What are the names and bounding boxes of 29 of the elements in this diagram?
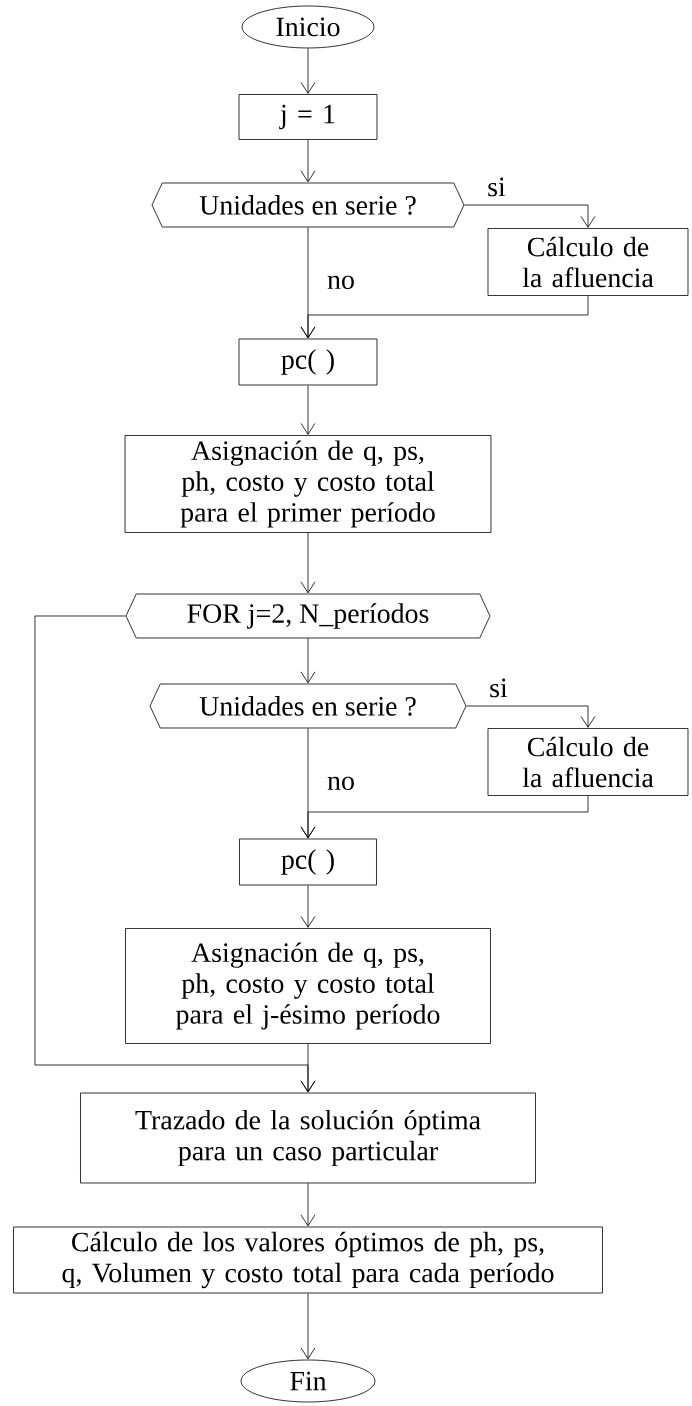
process-box: pc( ): [239, 838, 377, 886]
arrow: [300, 139, 316, 183]
arrow: [300, 532, 316, 594]
arrow: [300, 795, 589, 839]
process-box: Asignación de q, ps, ph, costo y costo total para el primer período: [124, 435, 492, 533]
decision-hexagon: FOR j=2, N_períodos: [125, 593, 491, 639]
arrow: [34, 615, 316, 1093]
arrow: [464, 204, 596, 228]
arrow: [300, 1293, 316, 1360]
arrow: [466, 705, 596, 728]
process-box: pc( ): [238, 338, 378, 386]
arrow: [300, 638, 316, 684]
process-box: Cálculo de la afluencia: [487, 228, 689, 296]
process-box: Trazado de la solución óptima para un caso particular: [80, 1092, 536, 1184]
arrow: [300, 1183, 316, 1227]
decision-hexagon: Unidades en serie ?: [149, 683, 467, 729]
process-box: j = 1: [238, 94, 378, 140]
process-box: Cálculo de los valores óptimos de ph, ps, q, Volumen y costo total para cada período: [13, 1226, 603, 1294]
arrow: [300, 48, 316, 94]
decision-hexagon: Unidades en serie ?: [151, 182, 465, 228]
process-box: Asignación de q, ps, ph, costo y costo total para el j-ésimo período: [125, 928, 491, 1044]
edge-label: si: [488, 677, 509, 699]
process-box: Cálculo de la afluencia: [487, 728, 689, 796]
edge-label: no: [326, 274, 356, 291]
edge-label: no: [326, 775, 356, 792]
arrow: [300, 385, 316, 435]
edge-label: si: [486, 176, 507, 198]
arrow: [300, 295, 589, 339]
arrow: [300, 885, 316, 928]
